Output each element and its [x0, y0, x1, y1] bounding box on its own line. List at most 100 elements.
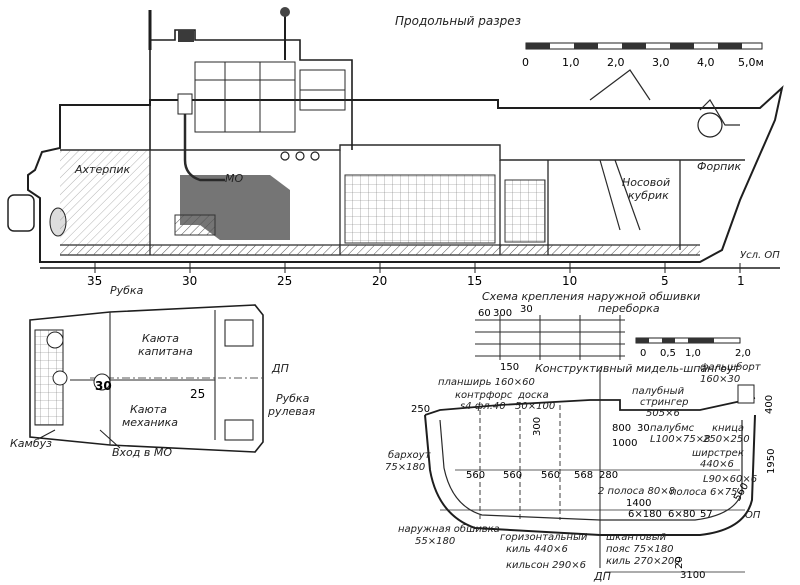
plating-dim-150: 150	[500, 362, 519, 373]
longitudinal-title: Продольный разрез	[395, 14, 521, 28]
midship-gunwale-l1: фальшборт	[700, 361, 762, 373]
midship-knee-l2: 250×250	[703, 434, 750, 445]
midship-deck-plank: доска 50×100	[515, 390, 555, 412]
midship-side-belt-l1: шкантовый	[606, 532, 667, 543]
bow-ladder	[599, 159, 641, 231]
label-mechanic-cabin: Каюта механика	[122, 403, 178, 429]
frame-5: 5	[661, 274, 669, 288]
midship-counterfort-l2: s4 фл.40	[460, 401, 506, 412]
midship-outer-plating-l2: 55×180	[415, 536, 455, 547]
midship-dim-250: 250	[411, 404, 430, 415]
midship-planksheer: планширь 160×60	[438, 377, 535, 388]
frame-15: 15	[467, 274, 482, 288]
midship-keel: киль 270×200	[606, 556, 681, 567]
midship-deck-stringer: палубный стрингер 505×6	[632, 385, 692, 419]
portholes	[280, 151, 320, 161]
plating-dim-60: 60	[478, 308, 491, 319]
steering-wheel-icon	[93, 373, 111, 391]
midship-deck	[424, 397, 756, 416]
label-centerline-plan: ДП	[271, 362, 289, 375]
midship-beam-l2: L100×75×8	[650, 434, 711, 445]
midship-sheer-strake-l2: 440×6	[700, 459, 734, 470]
frame-ticks	[94, 263, 741, 273]
midship-dim-20: 20	[674, 556, 685, 569]
midship-sheer-strake-l1: ширстрек	[692, 448, 744, 459]
rudder	[7, 194, 35, 232]
midship-baseline-label: ОП	[745, 510, 761, 521]
midship-dim-6x180: 6×180	[628, 509, 662, 520]
midship-dim-1950: 1950	[766, 449, 777, 474]
label-captain-cabin: Каюта капитана	[138, 332, 193, 358]
midship-side-belt: шкантовый пояс 75×180	[606, 532, 674, 555]
plating-scheme-title: Схема крепления наружной обшивки	[482, 290, 700, 303]
midship-dim-800: 800	[612, 423, 631, 434]
superstructure	[149, 29, 353, 150]
frame-1: 1	[737, 274, 745, 288]
label-frame-30: 30	[95, 379, 112, 393]
midship-beam: палубмс L100×75×8	[650, 422, 711, 445]
plating-bulkhead: переборка	[598, 302, 660, 315]
midship-sheer-strake: ширстрек 440×6	[692, 448, 747, 470]
plating-scale-bar: 0 0,5 1,0 2,0	[635, 337, 751, 359]
midship-deck-plank-l1: доска	[517, 390, 549, 401]
galley-stove	[46, 331, 64, 349]
longitudinal-section: Продольный разрез 0 1,0 2,0 3,0 4,0 5,0м	[7, 7, 784, 297]
midship-dim-1000: 1000	[612, 438, 637, 449]
label-wheelhouse-plan: Рубка рулевая	[267, 392, 316, 418]
midship-bar-keel-l2: киль 440×6	[506, 544, 568, 555]
scale-tick-0: 0	[522, 56, 529, 69]
midship-bar-keel-l1: горизонтальный	[500, 532, 588, 543]
scale-tick-1: 1,0	[562, 56, 580, 69]
label-bow-quarters: Носовой кубрик	[622, 176, 674, 202]
label-engine-room: МО	[225, 172, 243, 185]
frame-30: 30	[182, 274, 197, 288]
label-wheelhouse-plan-l1: Рубка	[276, 392, 310, 405]
hold-section	[504, 179, 546, 243]
frame-25: 25	[277, 274, 292, 288]
anchor-winch	[697, 112, 723, 138]
midship-dim-3100: 3100	[680, 570, 705, 581]
midship-side-belt-l2: пояс 75×180	[606, 544, 674, 555]
plating-scale-20: 2,0	[735, 348, 751, 359]
midship-bilge-keel-l2: 75×180	[385, 462, 425, 473]
midship-dim-568: 568	[574, 470, 593, 481]
label-mechanic-cabin-l2: механика	[122, 416, 178, 429]
scale-bar: 0 1,0 2,0 3,0 4,0 5,0м	[522, 42, 764, 69]
galley-leader	[39, 429, 56, 439]
midship-deck-stringer-l1: палубный	[632, 385, 685, 397]
midship-dim-6x80: 6×80	[668, 509, 695, 520]
midship-outer-plating: наружная обшивка 55×180	[398, 523, 503, 547]
label-baseline: Усл. ОП	[740, 250, 780, 261]
midship-gunwale	[737, 384, 755, 404]
midship-counterfort-l1: контрфорс	[455, 390, 513, 401]
exhaust-pipe	[183, 112, 225, 182]
midship-bilge-keel-l1: бархоут	[388, 449, 432, 461]
midship-title: Конструктивный мидель-шпангоут	[535, 362, 740, 375]
midship-dim-300: 300	[532, 417, 543, 436]
aftpeak-hatch	[60, 150, 150, 245]
label-frame-25: 25	[190, 387, 205, 401]
midship-dim-30: 30	[637, 423, 650, 434]
midship-gunwale-l2: 160×30	[700, 374, 740, 385]
midship-dim-560c: 560	[541, 470, 560, 481]
deck-line	[60, 144, 745, 161]
frame-10: 10	[562, 274, 577, 288]
midship-section: Конструктивный мидель-шпангоут фальшборт…	[385, 361, 777, 583]
midship-dim-560b: 560	[503, 470, 522, 481]
galley-sink	[52, 370, 68, 386]
plating-scale-05: 0,5	[660, 348, 676, 359]
label-captain-cabin-l2: капитана	[138, 345, 193, 358]
midship-hull	[424, 414, 756, 536]
plating-dim-30: 30	[520, 304, 533, 315]
midship-strip: полоса 6×75	[670, 487, 737, 498]
midship-deck-stringer-l2: стрингер	[640, 397, 688, 408]
midship-dim-560a: 560	[466, 470, 485, 481]
plating-scale-0: 0	[640, 348, 646, 359]
midship-bilge-strip: 2 полоса 80×8	[598, 486, 675, 497]
wheelhouse-plan-outline	[29, 304, 264, 453]
superstructure-detail	[194, 61, 346, 133]
label-engine-entry: Вход в МО	[112, 446, 172, 459]
bow-structure	[589, 69, 740, 126]
scale-tick-4: 4,0	[697, 56, 715, 69]
